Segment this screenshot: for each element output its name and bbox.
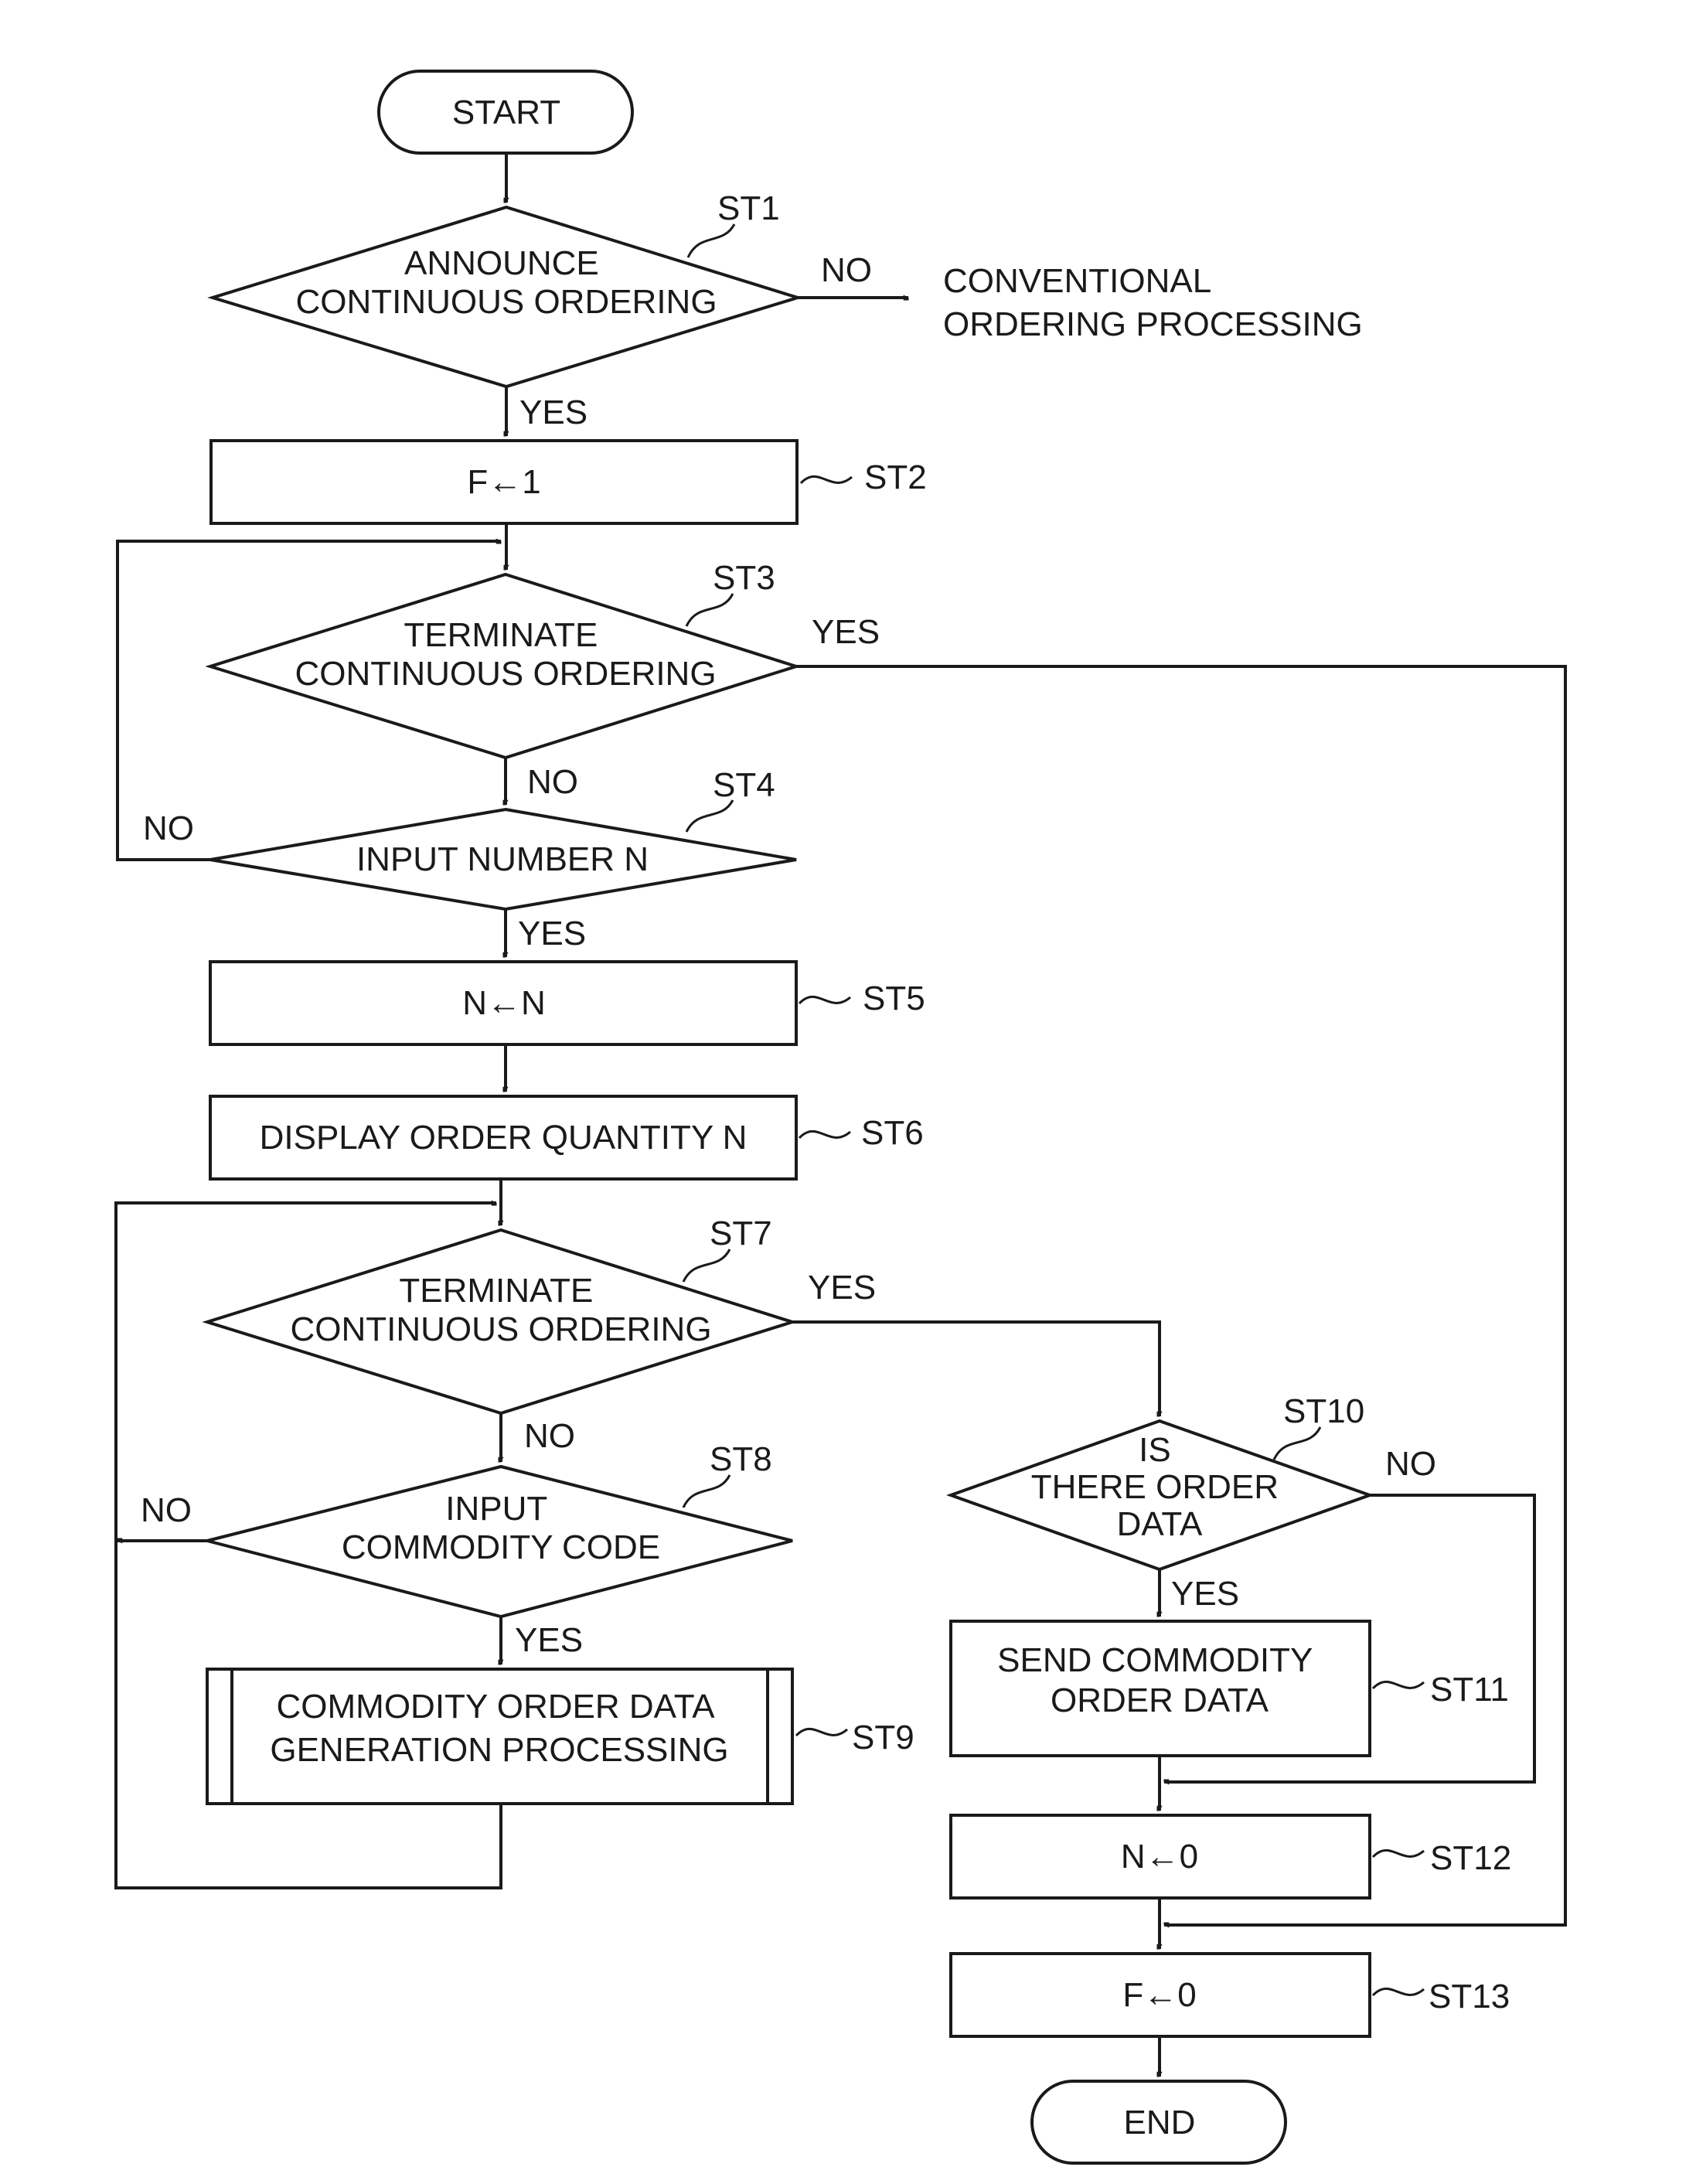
st9-line-2: GENERATION PROCESSING [270, 1731, 728, 1769]
st1-no-label: NO [821, 251, 872, 289]
step-label-st11: ST11 [1430, 1671, 1509, 1709]
st6-text: DISPLAY ORDER QUANTITY N [260, 1119, 748, 1157]
step-label-st4: ST4 [713, 766, 775, 804]
step-label-st12: ST12 [1430, 1839, 1511, 1877]
step-label-st10: ST10 [1283, 1392, 1364, 1430]
st8-yes-label: YES [515, 1621, 583, 1659]
step-label-st13: ST13 [1429, 1978, 1510, 2015]
st11-line-2: ORDER DATA [1051, 1681, 1269, 1719]
st4-text: INPUT NUMBER N [356, 840, 649, 878]
step-label-st5: ST5 [863, 980, 925, 1017]
step-label-st3: ST3 [713, 559, 775, 597]
st13-text: F←0 [1122, 1976, 1196, 2014]
st12-text: N←0 [1121, 1838, 1198, 1876]
st10-no-label: NO [1385, 1445, 1436, 1483]
st7-no-label: NO [524, 1417, 575, 1455]
st1-line-2: CONTINUOUS ORDERING [295, 283, 717, 321]
conventional-processing-text: CONVENTIONAL ORDERING PROCESSING [943, 262, 1363, 343]
st11-line-1: SEND COMMODITY [997, 1641, 1313, 1679]
end-label: END [1124, 2104, 1196, 2141]
st8-line-1: INPUT [445, 1490, 547, 1528]
st7-line-2: CONTINUOUS ORDERING [290, 1310, 711, 1348]
st1-yes-label: YES [519, 394, 587, 431]
step-label-st8: ST8 [710, 1440, 772, 1478]
st10-line-2: THERE ORDER [1031, 1468, 1279, 1506]
step-label-st9: ST9 [852, 1719, 914, 1756]
conventional-line-2: ORDERING PROCESSING [943, 305, 1363, 343]
start-label: START [452, 94, 560, 131]
st8-line-2: COMMODITY CODE [342, 1528, 660, 1566]
st9-line-1: COMMODITY ORDER DATA [277, 1688, 716, 1726]
step-label-st6: ST6 [861, 1114, 924, 1152]
st3-line-1: TERMINATE [404, 616, 598, 654]
st7-line-1: TERMINATE [399, 1272, 593, 1310]
st5-text: N←N [462, 984, 546, 1022]
st3-no-label: NO [527, 763, 578, 801]
st10-line-3: DATA [1117, 1505, 1203, 1543]
st1-line-1: ANNOUNCE [404, 244, 599, 282]
st3-yes-label: YES [812, 613, 880, 651]
st2-text: F←1 [467, 463, 540, 501]
st3-line-2: CONTINUOUS ORDERING [295, 655, 716, 693]
st8-no-label: NO [141, 1491, 192, 1529]
st10-yes-label: YES [1171, 1575, 1239, 1613]
st4-no-label: NO [143, 809, 194, 847]
step-label-st2: ST2 [864, 458, 927, 496]
st10-line-1: IS [1139, 1431, 1171, 1469]
conventional-line-1: CONVENTIONAL [943, 262, 1211, 300]
step-label-st1: ST1 [717, 189, 780, 227]
st4-yes-label: YES [518, 915, 586, 952]
step-label-st7: ST7 [710, 1215, 772, 1252]
st7-yes-label: YES [808, 1269, 876, 1307]
